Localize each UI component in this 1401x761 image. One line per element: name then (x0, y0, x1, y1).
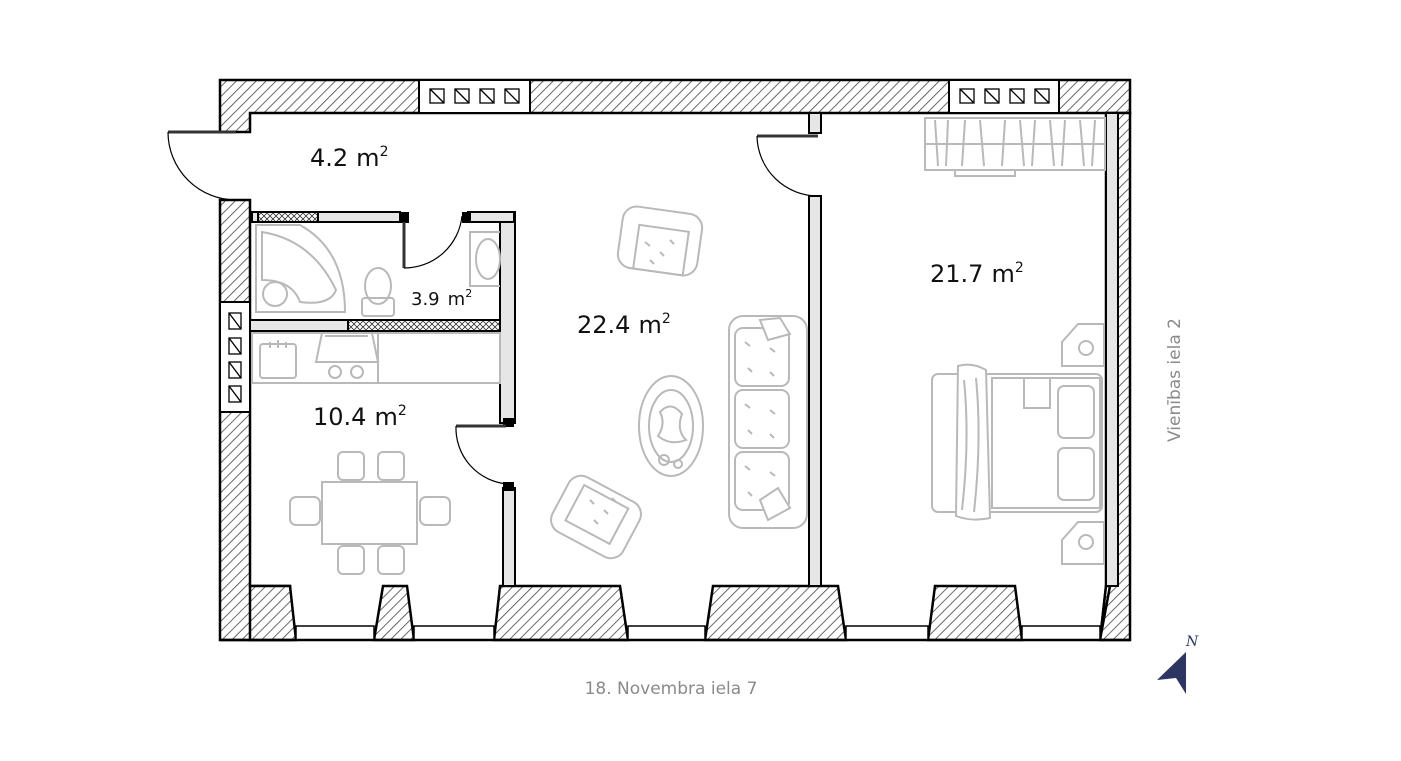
north-label: N (1185, 634, 1199, 650)
sofa (728, 315, 808, 529)
dining-table (289, 451, 451, 575)
bed (931, 363, 1103, 521)
wardrobe (924, 117, 1106, 177)
armchair-bottom (550, 474, 642, 560)
bath-sink (469, 231, 501, 287)
wall-posts (400, 212, 514, 491)
kitchen-counter (251, 332, 501, 384)
toilet (361, 267, 395, 317)
interior-walls (249, 112, 1119, 587)
windows (220, 625, 1130, 642)
north-arrow-icon (1157, 652, 1186, 694)
vent-shafts (219, 79, 1060, 413)
doors (167, 130, 819, 485)
bathtub (255, 224, 347, 313)
street-label-south: 18. Novembra iela 7 (585, 679, 758, 699)
street-label-east: Vienības iela 2 (1165, 318, 1185, 442)
armchair-top (616, 205, 704, 277)
nightstands (1061, 323, 1105, 565)
coffee-table (638, 375, 704, 477)
